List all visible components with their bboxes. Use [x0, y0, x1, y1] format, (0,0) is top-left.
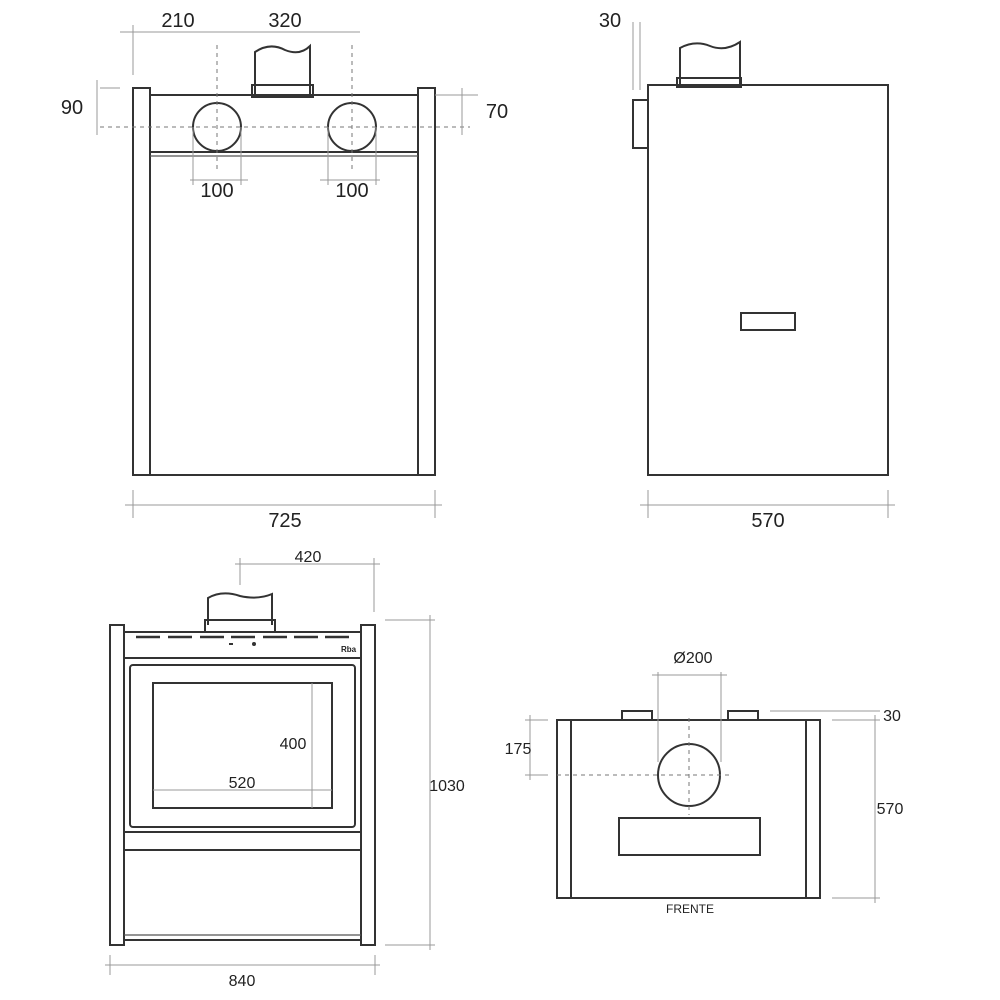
rear-outlet [632, 99, 649, 149]
dim-diameter-200: Ø200 [673, 650, 712, 667]
dim-100-right: 100 [335, 180, 368, 202]
dim-570: 570 [751, 510, 784, 532]
dim-100-left: 100 [200, 180, 233, 202]
door [129, 664, 356, 828]
dim-520: 520 [229, 775, 256, 792]
dim-420: 420 [295, 549, 322, 566]
flue-pipe [679, 40, 741, 85]
front-label: FRENTE [666, 902, 714, 916]
dim-210: 210 [161, 10, 194, 32]
top-view: Ø200 175 30 570 FRENTE [505, 650, 904, 916]
dim-90: 90 [61, 97, 83, 119]
flue-pipe [254, 43, 311, 95]
glass [152, 682, 333, 809]
dim-570: 570 [877, 801, 904, 818]
right-post [417, 87, 436, 476]
side-body [647, 84, 889, 476]
rear-body [149, 94, 419, 476]
dim-1030: 1030 [429, 778, 465, 795]
dim-400: 400 [280, 736, 307, 753]
dim-840: 840 [229, 973, 256, 990]
dim-320: 320 [268, 10, 301, 32]
side-view: 30 570 [599, 10, 895, 532]
dim-70: 70 [486, 101, 508, 123]
dim-30: 30 [599, 10, 621, 32]
left-post [132, 87, 151, 476]
dim-30: 30 [883, 708, 901, 725]
dim-725: 725 [268, 510, 301, 532]
air-inlet [740, 312, 796, 331]
left-post [109, 624, 125, 946]
dim-175: 175 [505, 741, 532, 758]
right-post [360, 624, 376, 946]
brand-logo: Rba [341, 645, 357, 654]
front-view: Rba 420 400 520 1030 840 [105, 549, 465, 990]
air-inlet [618, 817, 761, 856]
flue-pipe [207, 592, 273, 625]
rear-view: 210 320 90 70 100 100 725 [61, 10, 508, 532]
